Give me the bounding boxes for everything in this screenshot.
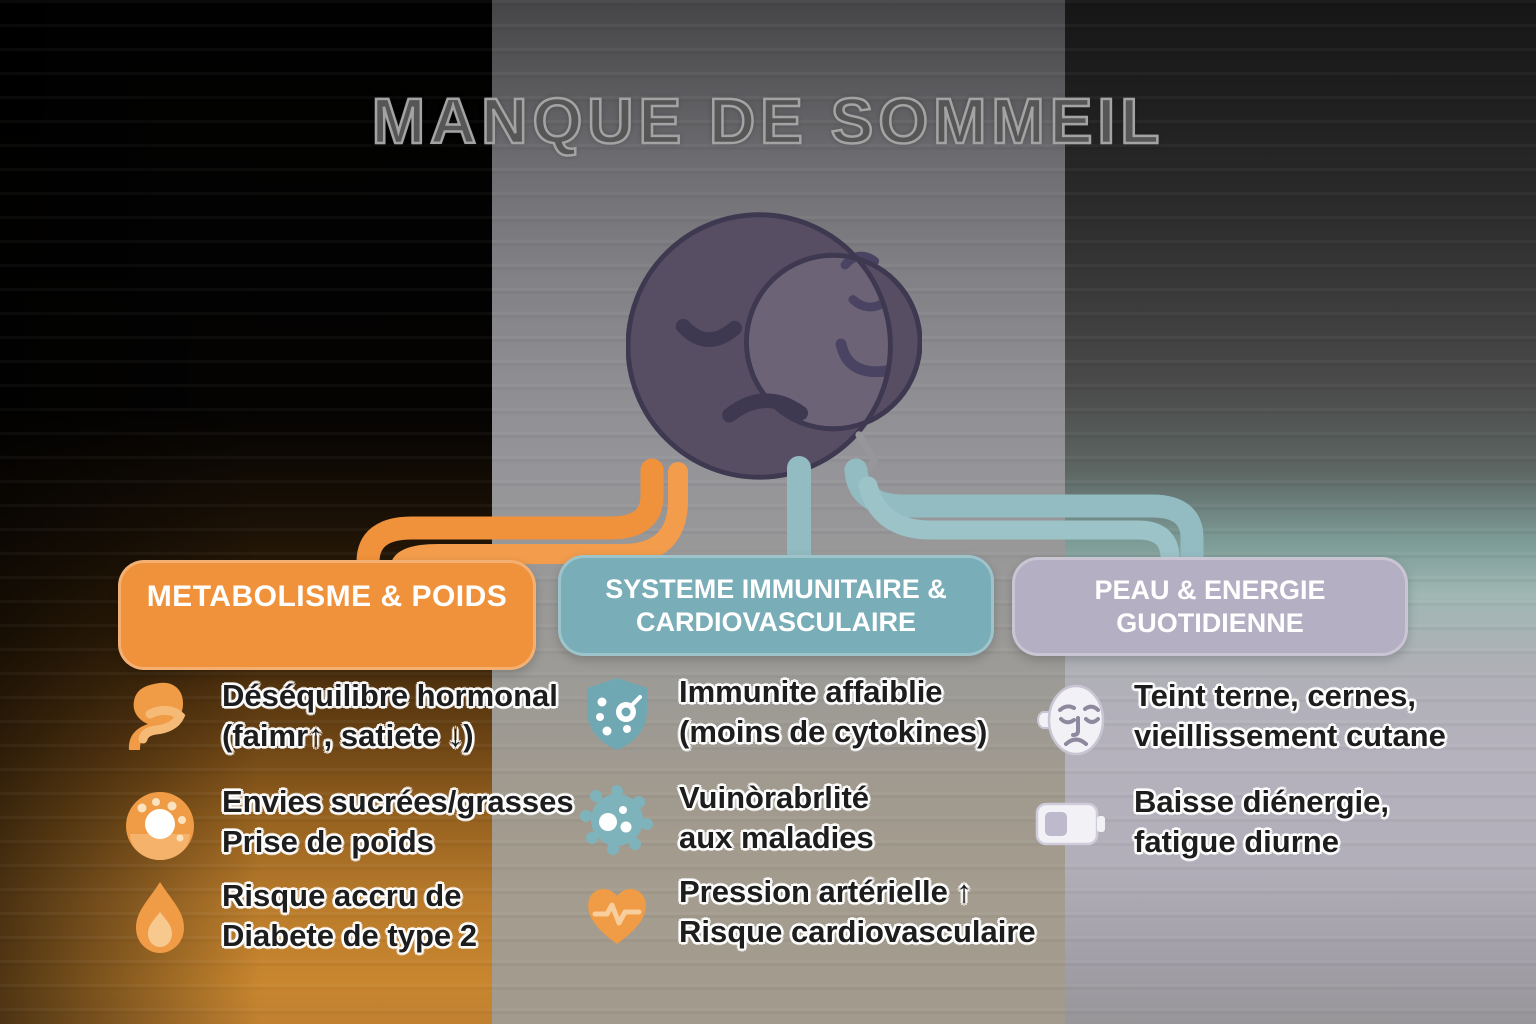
list-item: Déséquilibre hormonal (faimr↑, satiete ↓… xyxy=(118,676,558,760)
list-item: Envies sucrées/grasses Prise de poids xyxy=(118,782,574,866)
item-text: Risque accru de Diabete de type 2 xyxy=(222,878,477,953)
page-title: MANQUE DE SOMMEIL xyxy=(370,84,1165,159)
shield-virus-icon xyxy=(575,672,659,756)
header-label-line: PEAU & ENERGIE xyxy=(1094,574,1326,605)
stomach-icon xyxy=(118,676,202,760)
item-text: Immunite affaiblie (moins de cytokines) xyxy=(679,674,988,749)
background-left-panel xyxy=(0,0,492,1024)
list-item: Vuinòrabrlité aux maladies xyxy=(575,778,874,862)
list-item: Pression artérielle ↑ Risque cardiovascu… xyxy=(575,872,1036,956)
item-text: Teint terne, cernes, vieillissement cuta… xyxy=(1134,678,1446,753)
list-item: Immunite affaiblie (moins de cytokines) xyxy=(575,672,987,756)
sleeping-moon-icon xyxy=(626,194,922,494)
list-item: Baisse diénergie, fatigue diurne xyxy=(1030,782,1389,866)
list-item: Teint terne, cernes, vieillissement cuta… xyxy=(1030,676,1446,766)
connector-teal-inner xyxy=(858,476,1180,568)
heart-pulse-icon xyxy=(575,872,659,956)
connector-orange-inner xyxy=(390,462,688,578)
connector-teal-outer xyxy=(844,458,1204,572)
connector-orange-outer xyxy=(356,458,664,582)
battery-low-icon xyxy=(1030,782,1114,866)
droplet-icon xyxy=(118,876,202,960)
header-label-line: SYSTEME IMMUNITAIRE & xyxy=(605,573,947,604)
item-text: Vuinòrabrlité aux maladies xyxy=(679,780,874,855)
header-label-line: CARDIOVASCULAIRE xyxy=(635,606,916,637)
header-metabolisme-poids: METABOLISME & POIDS xyxy=(118,560,536,670)
header-peau-energie: PEAU & ENERGIE GUOTIDIENNE xyxy=(1012,557,1408,656)
header-label-line: GUOTIDIENNE xyxy=(1116,607,1304,638)
item-text: Baisse diénergie, fatigue diurne xyxy=(1134,784,1390,859)
header-label-line: METABOLISME & POIDS xyxy=(146,580,508,613)
header-systeme-immunitaire: SYSTEME IMMUNITAIRE & CARDIOVASCULAIRE xyxy=(558,555,994,656)
germ-icon xyxy=(575,778,659,862)
item-text: Envies sucrées/grasses Prise de poids xyxy=(222,784,574,859)
tired-face-icon xyxy=(1030,676,1114,766)
item-text: Déséquilibre hormonal (faimr↑, satiete ↓… xyxy=(222,678,558,753)
item-text: Pression artérielle ↑ Risque cardiovascu… xyxy=(679,874,1036,949)
list-item: Risque accru de Diabete de type 2 xyxy=(118,876,477,960)
donut-icon xyxy=(118,782,202,866)
